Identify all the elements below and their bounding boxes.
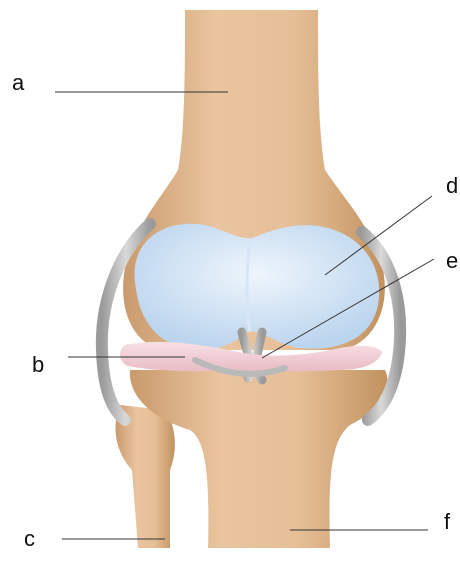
- label-d: d: [446, 173, 458, 198]
- label-b: b: [32, 352, 44, 377]
- label-f: f: [444, 509, 451, 534]
- femoral-cartilage: [135, 224, 380, 350]
- label-e: e: [446, 248, 458, 273]
- fibula-bone: [116, 405, 175, 548]
- label-c: c: [24, 526, 35, 551]
- label-a: a: [12, 70, 25, 95]
